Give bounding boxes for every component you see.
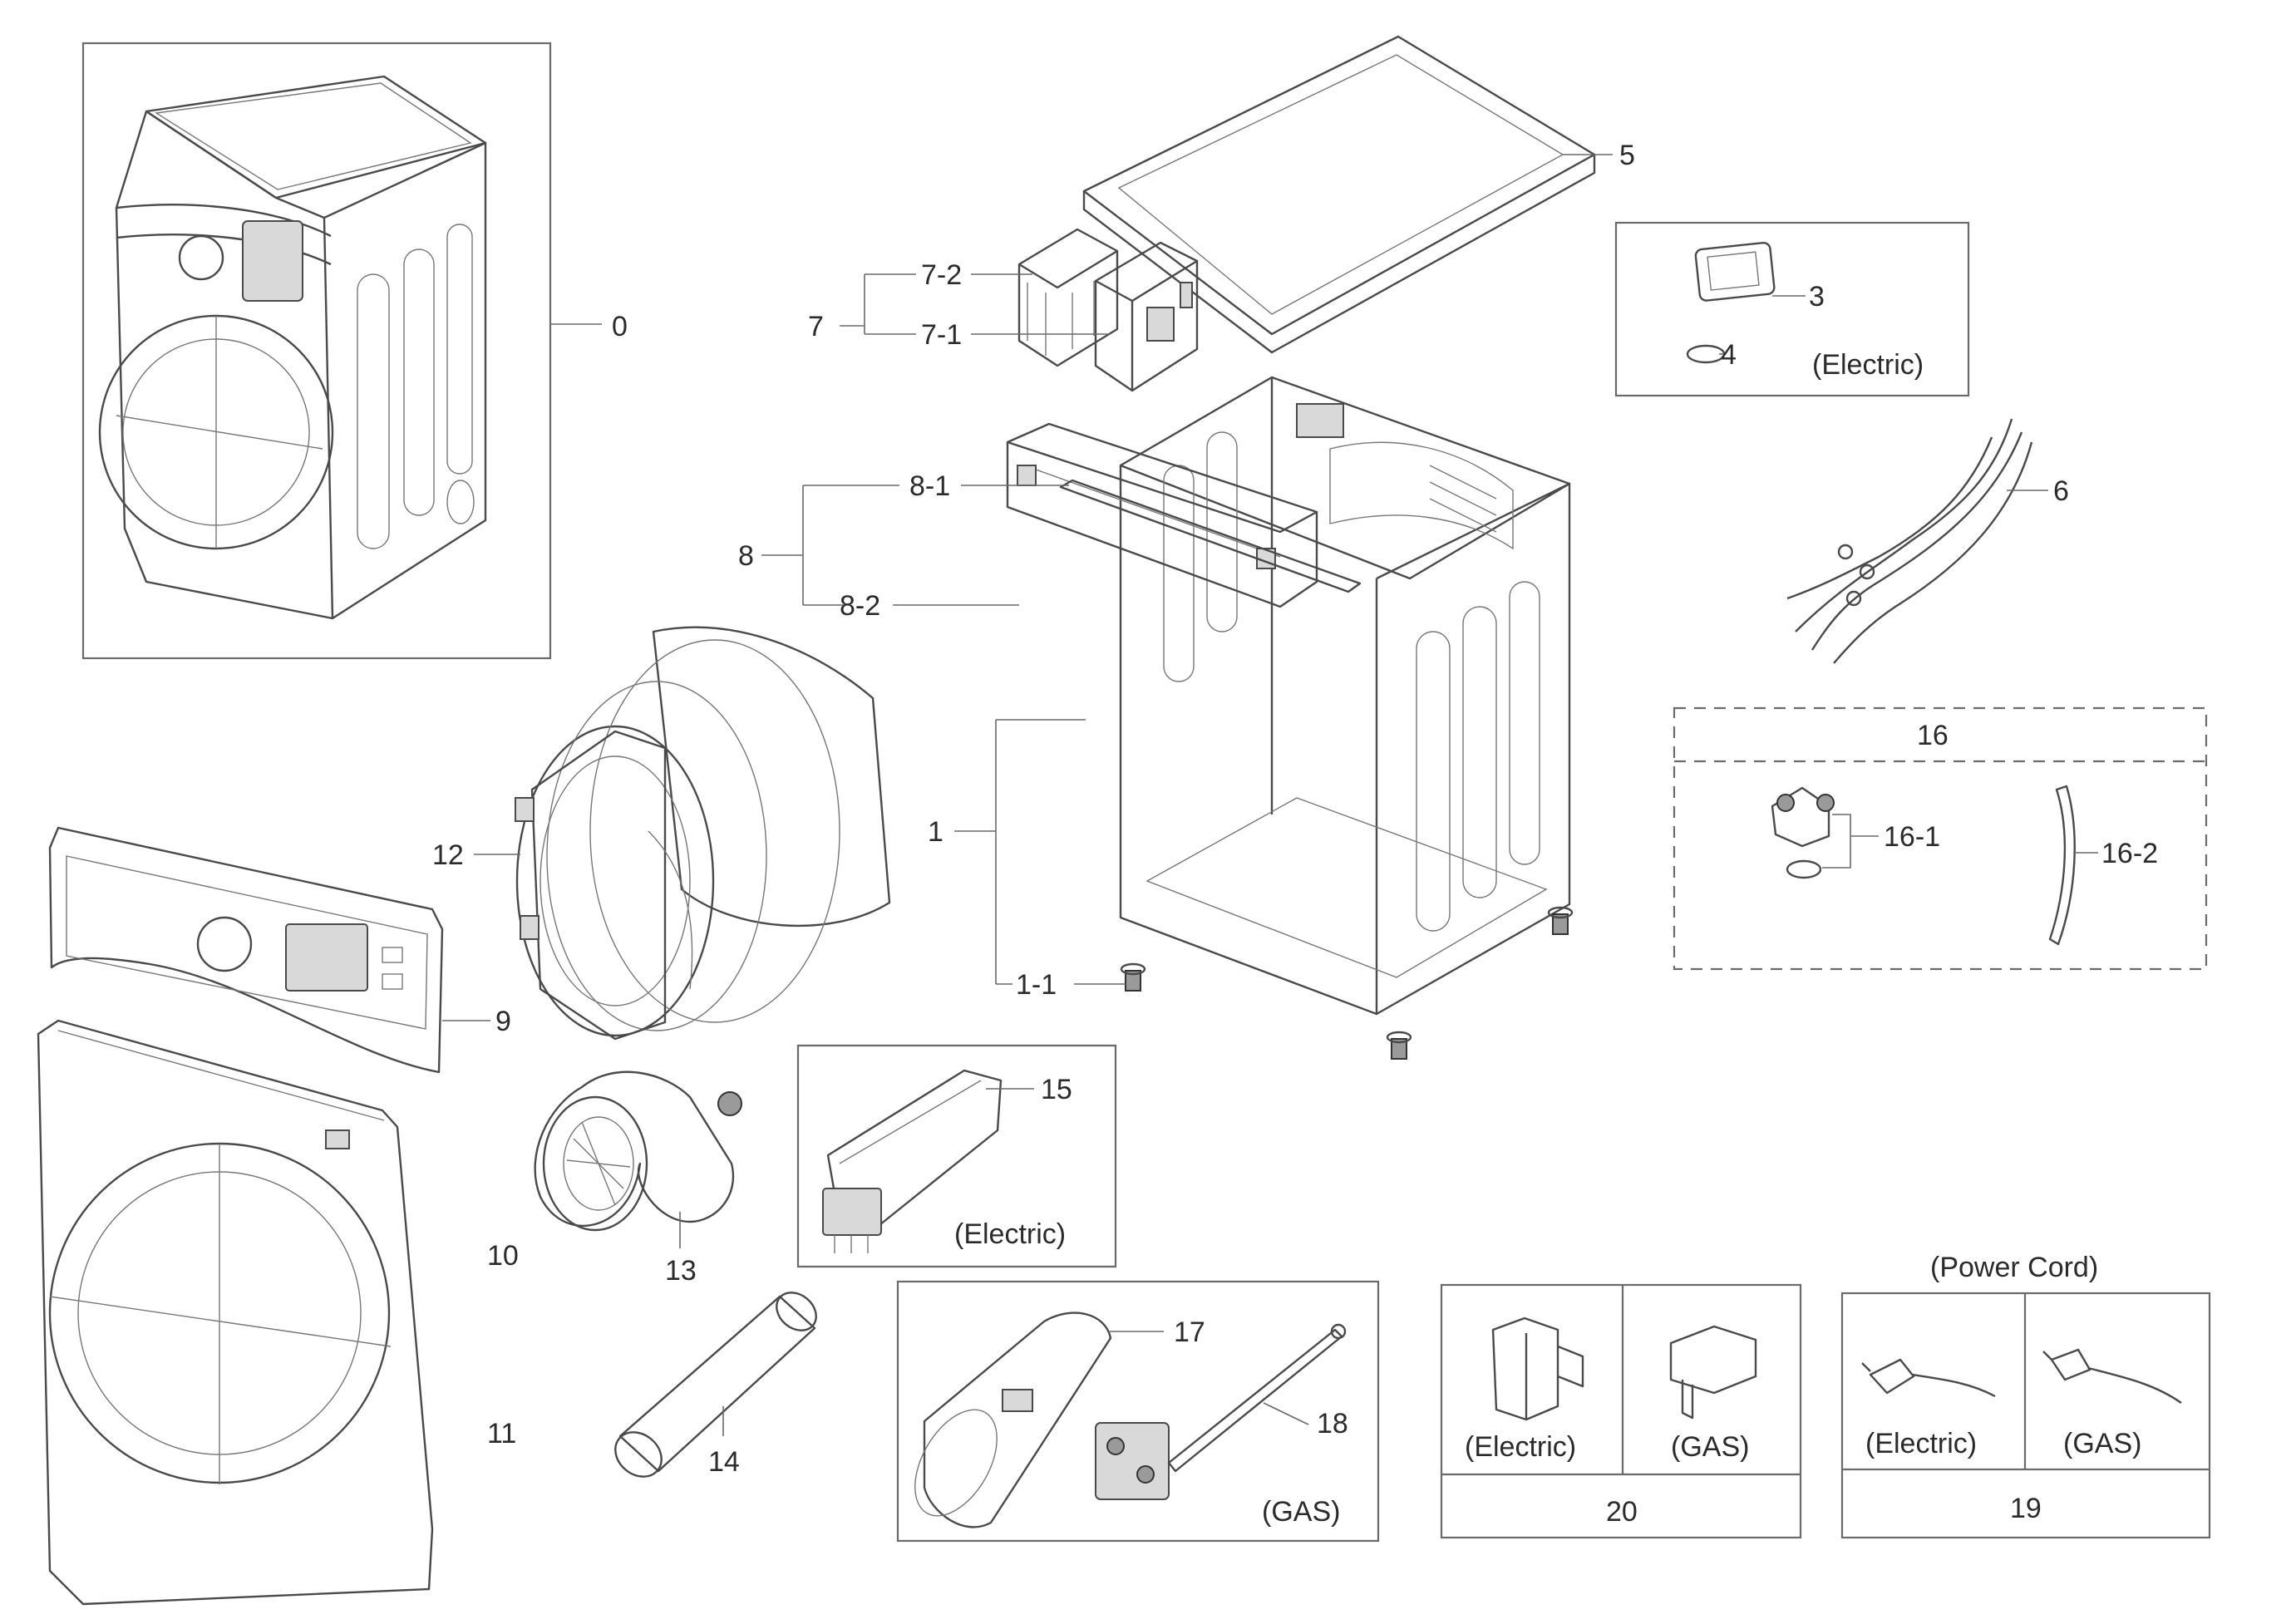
label-0: 0: [612, 311, 628, 342]
cabinet-drawing: [1119, 376, 1571, 1016]
valve-16-1-drawing: [1771, 786, 1835, 879]
label-8-1: 8-1: [909, 470, 950, 502]
gas-kit-box-16: [1673, 706, 2208, 971]
label-13: 13: [665, 1255, 697, 1287]
bracket-20-gas-drawing: [1669, 1325, 1757, 1420]
label-14: 14: [708, 1446, 740, 1478]
label-17: 17: [1174, 1316, 1205, 1348]
label-1-1: 1-1: [1016, 969, 1057, 1001]
drum-drawing: [515, 626, 891, 1041]
label-gas-20: (GAS): [1671, 1431, 1749, 1463]
label-7: 7: [808, 311, 824, 342]
bracket-20-electric-drawing: [1491, 1316, 1584, 1421]
duct-drawing: [614, 1292, 817, 1478]
top-cover-drawing: [1082, 35, 1596, 354]
control-panel-drawing: [48, 826, 444, 1074]
label-4: 4: [1721, 339, 1737, 371]
label-15: 15: [1041, 1074, 1072, 1105]
label-electric-3: (Electric): [1812, 349, 1924, 381]
bracket-7-2-drawing: [1017, 228, 1119, 367]
wire-harness-drawing: [1786, 418, 2033, 664]
label-electric-15: (Electric): [954, 1218, 1066, 1250]
label-18: 18: [1317, 1408, 1348, 1439]
leader-18: [1263, 1402, 1309, 1425]
burner-box-17-18: [896, 1280, 1380, 1543]
front-frame-drawing: [37, 1019, 434, 1606]
label-5: 5: [1619, 140, 1635, 171]
label-16-2: 16-2: [2101, 838, 2158, 869]
bracket-1: [954, 719, 1086, 985]
bracket-16-1: [1822, 814, 1879, 869]
label-7-2: 7-2: [921, 259, 962, 291]
label-gas-17: (GAS): [1262, 1496, 1340, 1528]
power-cord-gas-drawing: [2042, 1348, 2182, 1404]
blower-drawing: [534, 1070, 742, 1232]
label-power-cord: (Power Cord): [1930, 1252, 2098, 1283]
sensor-box-3-4: [1614, 221, 1970, 397]
label-6: 6: [2053, 475, 2069, 507]
label-11: 11: [487, 1418, 516, 1449]
sensor-3-drawing: [1694, 241, 1776, 302]
bracket-7-1-drawing: [1094, 241, 1199, 392]
bracket-box-20: [1440, 1283, 1802, 1539]
dryer-assembly-drawing: [98, 75, 487, 620]
label-16: 16: [1917, 720, 1949, 751]
front-bracket-8-2-drawing: [1006, 422, 1318, 608]
bracket-7: [840, 273, 916, 335]
label-1: 1: [928, 816, 943, 848]
rail-8-1-drawing: [1059, 479, 1362, 593]
leveling-feet-drawing: [1120, 906, 1574, 1060]
heater-drawing: [822, 1069, 1003, 1253]
hose-16-2-drawing: [2048, 785, 2076, 946]
assembly-box-0: [81, 42, 552, 660]
label-12: 12: [432, 839, 464, 871]
power-cord-electric-drawing: [1861, 1358, 1996, 1398]
label-10: 10: [487, 1240, 519, 1272]
label-20: 20: [1606, 1496, 1638, 1528]
label-9: 9: [495, 1006, 511, 1037]
label-electric-20: (Electric): [1465, 1431, 1576, 1463]
burner-valve-18-drawing: [1095, 1323, 1347, 1500]
gasket-4-drawing: [1686, 344, 1726, 364]
label-gas-19: (GAS): [2063, 1428, 2141, 1459]
label-19: 19: [2010, 1493, 2042, 1524]
label-3: 3: [1809, 281, 1825, 312]
label-8-2: 8-2: [840, 590, 880, 622]
heater-box-15: [796, 1044, 1117, 1268]
label-7-1: 7-1: [921, 319, 962, 351]
label-8: 8: [738, 540, 754, 572]
label-electric-19: (Electric): [1865, 1428, 1977, 1459]
bracket-8: [761, 485, 899, 606]
combustion-chamber-17-drawing: [914, 1312, 1112, 1528]
label-16-1: 16-1: [1884, 821, 1940, 853]
